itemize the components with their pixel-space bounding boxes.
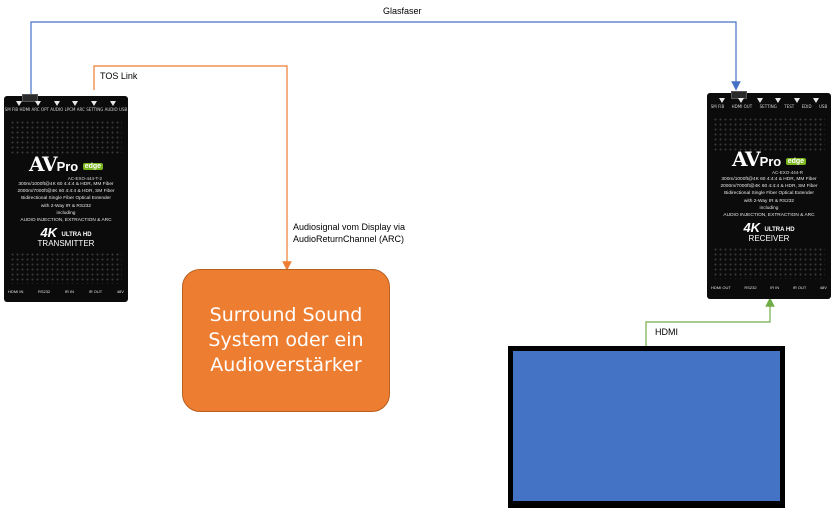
transmitter-logo: AVPro edge: [28, 152, 104, 176]
receiver-bottom-port: IR IN: [770, 285, 780, 290]
transmitter-bottom-port: IR OUT: [88, 289, 103, 294]
transmitter-top-ports: SM FIB HDMI ARC OPT AUDIO LPCM ARC SETTI…: [4, 107, 128, 112]
transmitter-fiber-port: [22, 94, 38, 102]
receiver-bottom-port: HDMI OUT: [711, 285, 731, 290]
receiver-bottom-ports: HDMI OUT RS232 IR IN IR OUT 48V: [711, 285, 827, 290]
transmitter-role-label: TRANSMITTER: [37, 239, 95, 248]
receiver-top-port: SM FIB: [710, 104, 725, 109]
hdmi-label: HDMI: [655, 327, 678, 337]
receiver-vent-top: [713, 117, 825, 151]
transmitter-top-port: HDMI ARC: [19, 107, 40, 112]
transmitter-top-port: USB: [119, 107, 128, 112]
transmitter-bottom-port: IR IN: [64, 289, 74, 294]
transmitter-4k-badge: 4K ULTRA HD: [40, 225, 92, 240]
fiber-label: Glasfaser: [383, 6, 422, 16]
receiver-model: AC-EXO-444-R: [771, 170, 803, 175]
receiver-specs: 300m/1000ft@4K 60 4:4:4 & HDR, MM Fiber …: [720, 177, 818, 219]
surround-system-label: Surround Sound System oder ein Audiovers…: [208, 304, 364, 376]
receiver-bottom-port: 48V: [819, 285, 827, 290]
receiver-bottom-port: RS232: [744, 285, 757, 290]
receiver-vent-bottom: [713, 247, 825, 279]
receiver-top-port: TEST: [784, 104, 795, 109]
transmitter-top-port: SETTING AUDIO: [86, 107, 118, 112]
receiver-bottom-port: IR OUT: [792, 285, 807, 290]
receiver-top-port: SETTING: [759, 104, 777, 109]
transmitter-bottom-port: 48V: [116, 289, 124, 294]
transmitter-top-port: SM FIB: [4, 107, 19, 112]
display-screen: [513, 351, 780, 501]
arc-label-line2: AudioReturnChannel (ARC): [293, 234, 405, 244]
tos-link-label: TOS Link: [100, 71, 138, 81]
display-monitor: [508, 346, 785, 508]
tos-link-line: [93, 65, 292, 271]
transmitter-port-indicators: [10, 101, 122, 106]
transmitter-bottom-ports: HDMI IN RS232 IR IN IR OUT 48V: [8, 289, 124, 294]
hdmi-line: [645, 297, 775, 346]
transmitter-bottom-port: RS232: [37, 289, 51, 294]
transmitter-bottom-port: HDMI IN: [8, 289, 24, 294]
transmitter-vent-top: [10, 120, 122, 156]
receiver-top-port: USB: [818, 104, 828, 109]
transmitter-vent-bottom: [10, 252, 122, 284]
receiver-device: SM FIB HDMI OUT SETTING TEST EDID USB AV…: [707, 91, 831, 299]
transmitter-specs: 300m/1000ft@4K 60 4:4:4 & HDR, MM Fiber …: [17, 182, 115, 224]
transmitter-top-port: LPCM ARC: [64, 107, 85, 112]
receiver-role-label: RECEIVER: [748, 234, 790, 243]
transmitter-device: SM FIB HDMI ARC OPT AUDIO LPCM ARC SETTI…: [4, 94, 128, 302]
arc-label-line1: Audiosignal vom Display via: [293, 222, 406, 232]
fiber-line: [30, 21, 741, 96]
receiver-top-ports: SM FIB HDMI OUT SETTING TEST EDID USB: [707, 104, 831, 109]
receiver-top-port: HDMI OUT: [731, 104, 753, 109]
transmitter-model: AC-EXO-444-T-2: [67, 176, 102, 181]
receiver-logo: AVPro edge: [731, 147, 807, 171]
receiver-top-port: EDID: [801, 104, 812, 109]
receiver-port-indicators: [713, 98, 825, 103]
surround-system-box: Surround Sound System oder ein Audiovers…: [182, 269, 390, 412]
transmitter-top-port: OPT AUDIO: [40, 107, 64, 112]
receiver-4k-badge: 4K ULTRA HD: [743, 220, 795, 235]
